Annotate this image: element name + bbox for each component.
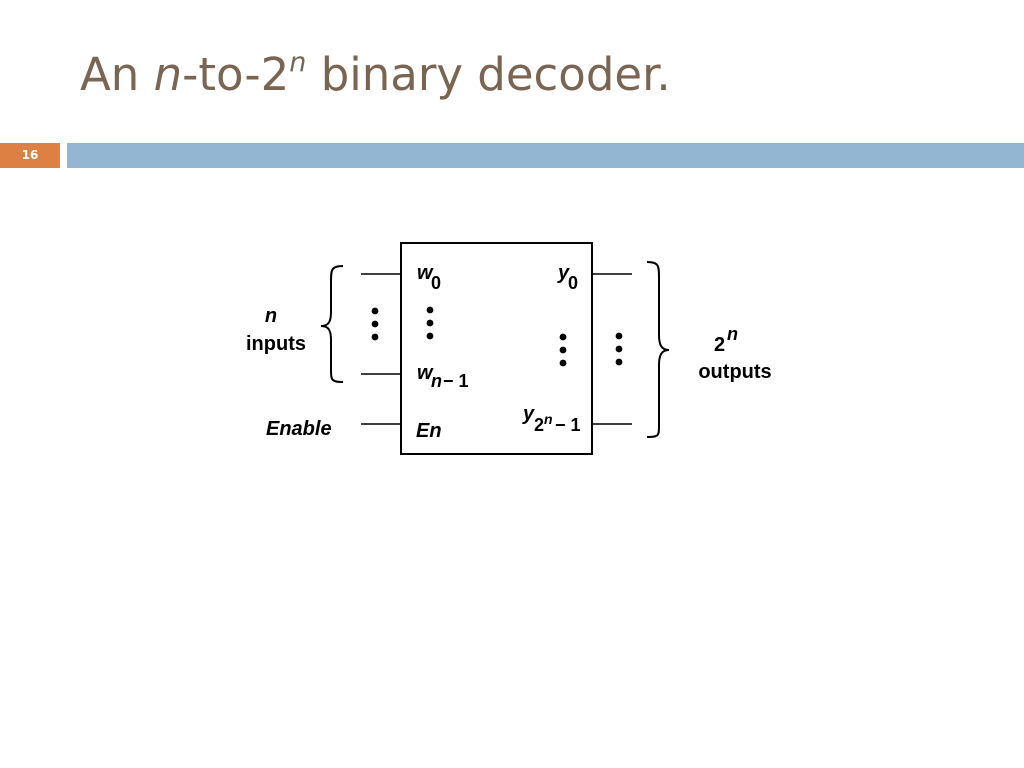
decoder-block <box>400 242 593 455</box>
output-ellipsis-outer <box>615 332 623 366</box>
input-ellipsis-inner <box>426 306 434 340</box>
pin-y2n-1-sub-base: 2 <box>534 415 544 435</box>
title-middle: -to-2 <box>182 48 290 101</box>
inputs-label-var: n <box>265 305 277 327</box>
outputs-label-text: outputs <box>698 361 771 383</box>
pin-wn-1-sub-var: n <box>431 371 442 391</box>
title-suffix: binary decoder. <box>306 48 671 101</box>
pin-wn-1-sub-rest: − 1 <box>443 371 469 391</box>
slide-title: An n-to-2n binary decoder. <box>80 49 671 97</box>
pin-y2n-1-var: y <box>522 403 535 425</box>
pin-y2n-1-sub-rest: − 1 <box>555 415 581 435</box>
outputs-label-base: 2 <box>714 334 725 356</box>
input-ellipsis-outer <box>371 307 379 341</box>
pin-y0-var: y <box>557 262 570 284</box>
outputs-brace <box>646 261 670 438</box>
outputs-label-sup: n <box>727 324 738 344</box>
enable-label: Enable <box>266 418 332 440</box>
header-accent-bar <box>67 143 1024 168</box>
title-variable-n: n <box>153 48 183 101</box>
pin-enable: En <box>416 420 442 442</box>
pin-w0-sub: 0 <box>431 273 441 293</box>
inputs-label-text: inputs <box>246 333 306 355</box>
output-ellipsis-inner <box>559 333 567 367</box>
inputs-brace <box>320 265 344 383</box>
title-prefix: An <box>80 48 154 101</box>
pin-y0-sub: 0 <box>568 273 578 293</box>
pin-y2n-1-sub-sup: n <box>544 411 553 427</box>
pin-w0-var: w <box>417 262 434 284</box>
title-superscript-n: n <box>289 47 307 78</box>
pin-wn-1-var: w <box>417 362 434 384</box>
slide-number-badge: 16 <box>0 143 60 168</box>
